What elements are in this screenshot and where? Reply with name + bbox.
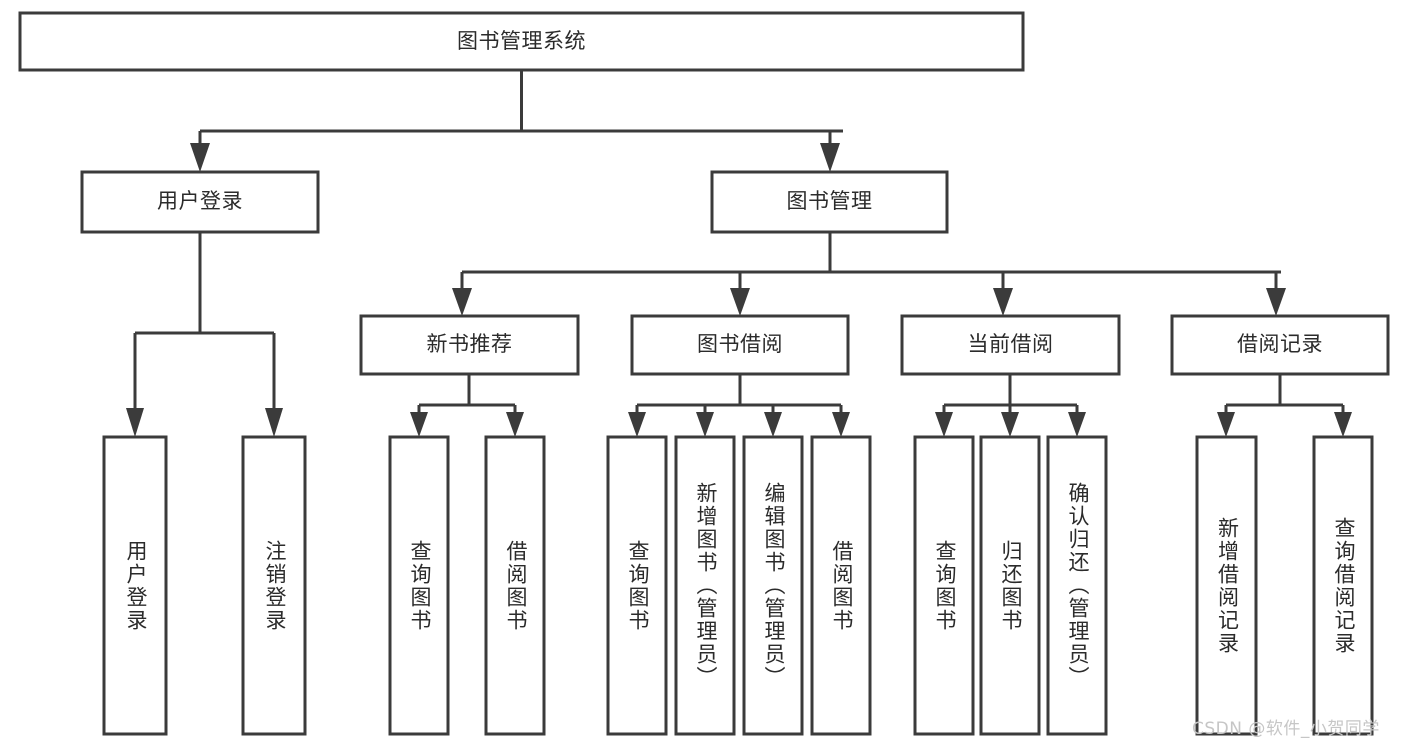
node-box-leaf-query-book-2[interactable] [606, 435, 668, 736]
node-box-leaf-borrow-book-2[interactable] [810, 435, 872, 736]
node-box-leaf-add-record[interactable] [1195, 435, 1258, 736]
arrowhead-leaf-logout [265, 408, 283, 437]
node-box-root[interactable] [18, 11, 1025, 72]
arrowhead-leaf-borrow-book-2 [832, 412, 850, 437]
node-box-leaf-logout[interactable] [241, 435, 307, 736]
arrowhead-leaf-borrow-book-1 [506, 412, 524, 437]
node-box-book-manage[interactable] [710, 170, 949, 234]
arrowhead-leaf-confirm-return [1068, 412, 1086, 437]
node-box-leaf-query-book-3[interactable] [913, 435, 975, 736]
arrowhead-bookborrow [730, 288, 750, 316]
node-box-leaf-return-book[interactable] [979, 435, 1041, 736]
arrowhead-user-login [190, 143, 210, 172]
arrowhead-leaf-query-book-2 [628, 412, 646, 437]
arrowhead-book-manage [820, 143, 840, 172]
connector-layer [126, 70, 1352, 437]
arrowhead-leaf-add-record [1217, 412, 1235, 437]
node-box-leaf-edit-book[interactable] [742, 435, 804, 736]
node-box-new-book-rec[interactable] [359, 314, 580, 376]
node-box-borrow-record[interactable] [1170, 314, 1390, 376]
arrowhead-borrowrecord [1266, 288, 1286, 316]
node-box-leaf-query-record[interactable] [1312, 435, 1374, 736]
arrowhead-newbook [452, 288, 472, 316]
arrowhead-leaf-edit-book [764, 412, 782, 437]
node-box-leaf-borrow-book-1[interactable] [484, 435, 546, 736]
node-box-current-borrow[interactable] [900, 314, 1121, 376]
arrowhead-leaf-return-book [1001, 412, 1019, 437]
node-box-leaf-query-book-1[interactable] [388, 435, 450, 736]
arrowhead-leaf-user-login [126, 408, 144, 437]
arrowhead-leaf-add-book [696, 412, 714, 437]
arrowhead-leaf-query-book-3 [935, 412, 953, 437]
arrowhead-currentborrow [993, 288, 1013, 316]
arrowhead-leaf-query-record [1334, 412, 1352, 437]
arrowhead-leaf-query-book-1 [410, 412, 428, 437]
node-box-layer [18, 11, 1390, 736]
node-box-leaf-confirm-return[interactable] [1046, 435, 1108, 736]
node-box-leaf-add-book[interactable] [674, 435, 736, 736]
node-box-book-borrow[interactable] [630, 314, 850, 376]
node-box-leaf-user-login[interactable] [102, 435, 168, 736]
node-box-user-login[interactable] [80, 170, 320, 234]
